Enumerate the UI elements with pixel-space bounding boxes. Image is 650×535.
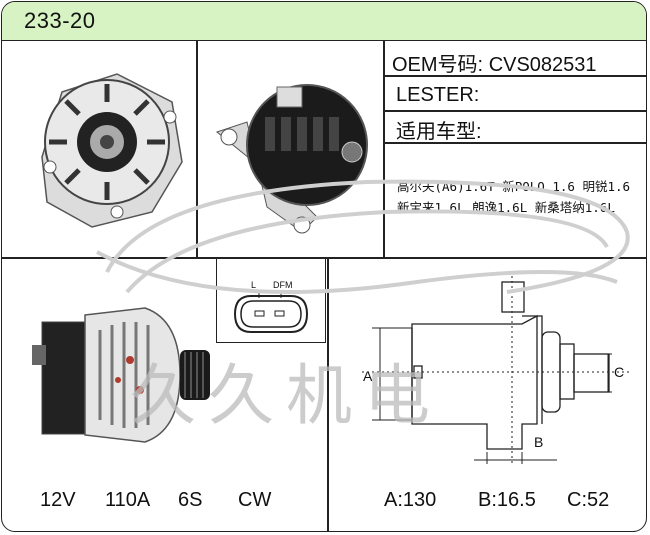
spec-voltage: 12V [40,489,76,511]
dim-a-value: A:130 [384,489,437,511]
divider-v3 [327,257,329,531]
divider-v1 [196,40,198,258]
watermark-text: 久久机电 [130,357,442,434]
divider-v2 [383,40,385,258]
lester-label: LESTER: [396,84,480,106]
dim-marker-a: A [363,368,373,384]
connector-box: L DFM [216,258,326,343]
divider-oem [383,75,646,77]
part-number-title: 233-20 [24,8,96,33]
connector-plug-icon [233,290,309,333]
divider-vehicle [383,142,646,144]
watermark-swoosh [96,179,630,294]
alternator-side-image [32,307,210,443]
connector-pin-dfm-label: DFM [273,280,293,290]
spec-rotation: CW [238,489,272,511]
lester-row: LESTER: [396,84,479,107]
connector-pin-l-label: L [251,280,257,290]
spec-groove: 6S [178,489,203,511]
oem-label: OEM号码: [392,54,484,76]
spec-current: 110A [105,489,151,511]
dimension-diagram [362,276,632,466]
vehicle-label: 适用车型: [396,121,482,143]
dim-marker-b: B [534,434,544,450]
oem-value: CVS082531 [488,54,597,76]
alternator-front-image [41,73,183,228]
divider-lester [383,110,646,112]
dim-b-value: B:16.5 [478,489,536,511]
header-bar: 233-20 [2,2,646,41]
alternator-rear-image [215,84,368,234]
dim-c-value: C:52 [567,489,610,511]
dim-marker-c: C [614,364,625,380]
divider-h-mid [2,257,646,259]
oem-row: OEM号码: CVS082531 [392,48,597,77]
